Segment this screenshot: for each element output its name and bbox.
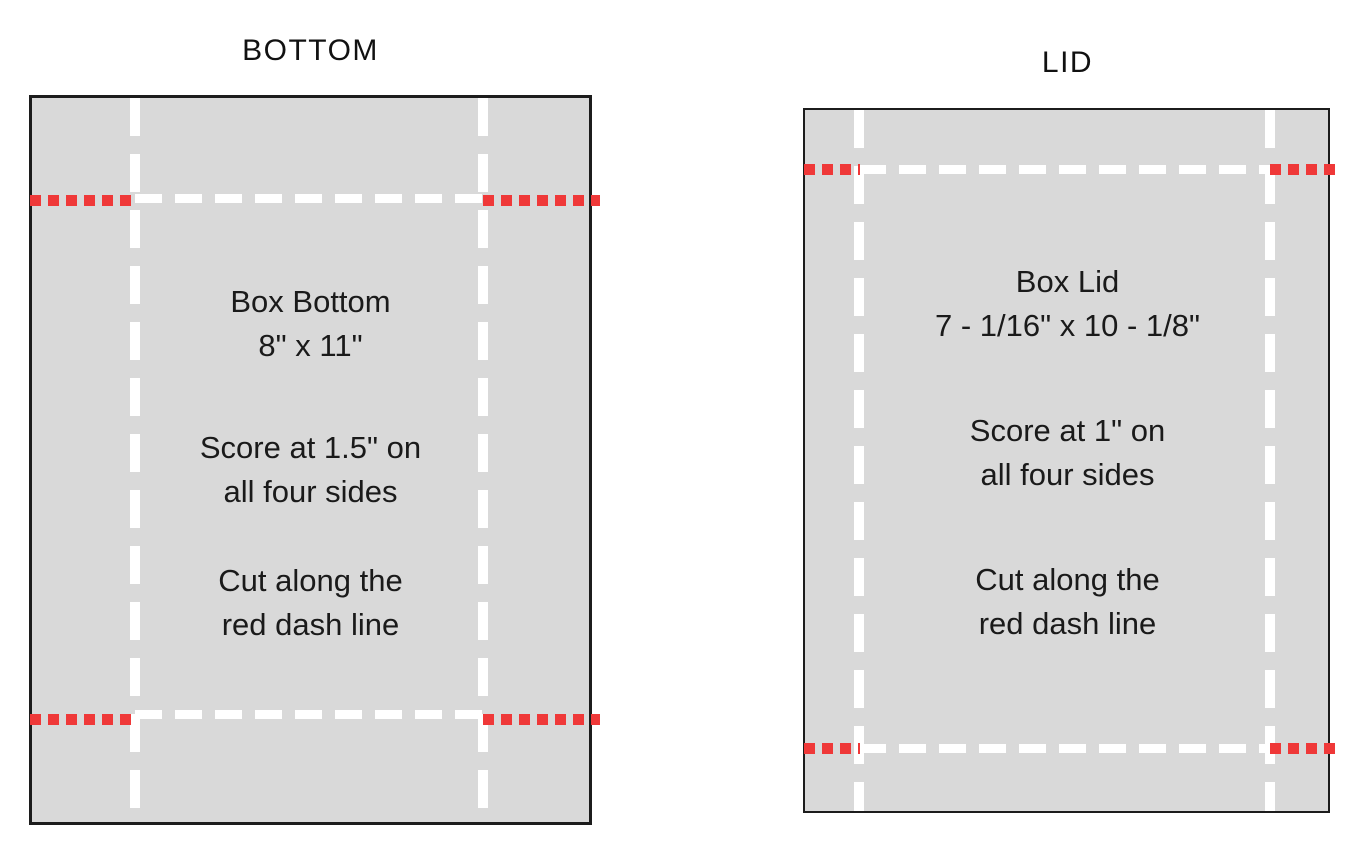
bottom-score-instruction: Score at 1.5" on all four sides [29,426,592,514]
lid-score-line1: Score at 1" on [969,413,1166,448]
score-line-left [854,110,864,811]
lid-cut-line2: red dash line [978,606,1157,641]
score-line-top [135,194,483,203]
bottom-cut-line1: Cut along the [218,563,403,598]
cut-line-bottom-left [30,714,136,725]
score-line-top [859,165,1270,174]
cut-line-bottom-right [483,714,600,725]
cut-line-top-right [483,195,600,206]
bottom-panel-title: BOTTOM [242,34,379,67]
score-line-bottom [135,710,483,719]
lid-panel-title: LID [1041,46,1094,79]
cut-line-top-left [804,164,860,175]
lid-cut-instruction: Cut along the red dash line [803,558,1332,646]
lid-name-label: Box Lid 7 - 1/16" x 10 - 1/8" [803,260,1332,348]
score-line-left [130,98,140,822]
lid-score-line2: all four sides [980,457,1155,492]
cut-line-bottom-left [804,743,860,754]
score-line-right [478,98,488,822]
lid-name-line1: Box Lid [1015,264,1120,299]
lid-template-sheet [803,108,1336,813]
lid-name-line2: 7 - 1/16" x 10 - 1/8" [935,308,1200,343]
lid-score-instruction: Score at 1" on all four sides [803,409,1332,497]
cut-line-bottom-right [1270,743,1336,754]
score-line-bottom [859,744,1270,753]
cut-line-top-right [1270,164,1336,175]
bottom-cut-instruction: Cut along the red dash line [29,559,592,647]
cut-line-top-left [30,195,136,206]
bottom-name-line2: 8" x 11" [258,328,363,363]
bottom-name-label: Box Bottom 8" x 11" [29,280,592,368]
bottom-cut-line2: red dash line [221,607,400,642]
bottom-score-line2: all four sides [223,474,398,509]
bottom-score-line1: Score at 1.5" on [199,430,422,465]
score-line-right [1265,110,1275,811]
bottom-name-line1: Box Bottom [230,284,391,319]
bottom-template-sheet [29,95,600,825]
lid-cut-line1: Cut along the [975,562,1160,597]
